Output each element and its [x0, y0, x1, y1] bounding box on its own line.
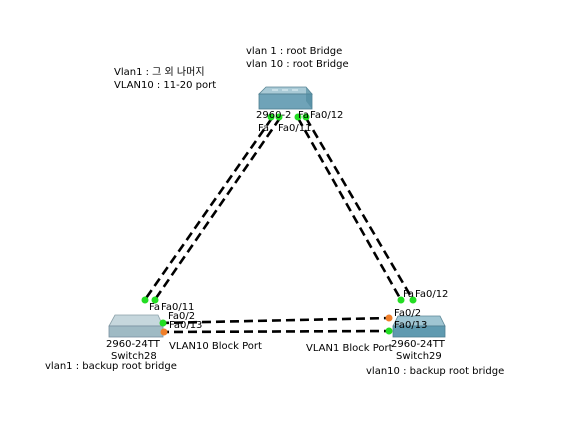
root-bridge-line2: vlan 10 : root Bridge [246, 59, 349, 70]
link-sw28-sw29[interactable] [159, 316, 391, 334]
vlan10-block-port-label: VLAN10 Block Port [169, 341, 262, 352]
vlan-policy-line1: Vlan1 : 그 외 나머지 [114, 67, 205, 78]
root-bridge-line1: vlan 1 : root Bridge [246, 46, 343, 57]
port-up-icon [141, 296, 149, 304]
top-port-fa0-11: Fa0/11 [278, 123, 312, 134]
sw29-port-fa0-13: Fa0/13 [394, 320, 428, 331]
link-top-sw29[interactable] [296, 117, 415, 301]
top-switch-model: 2960-2 [256, 110, 292, 121]
switch28-icon[interactable] [108, 314, 164, 338]
port-indicators [141, 113, 417, 336]
vlan1-block-port-label: VLAN1 Block Port [306, 343, 393, 354]
port-up-icon [294, 113, 302, 121]
switch29-icon[interactable] [392, 315, 446, 338]
sw29-port-fa-a: Fa [403, 289, 414, 300]
port-up-icon [275, 113, 283, 121]
top-port-fa0-12: Fa0/12 [310, 110, 344, 121]
sw28-port-fa0-11: Fa0/11 [161, 302, 195, 313]
sw29-name: Switch29 [396, 351, 442, 362]
link-top-sw28[interactable] [142, 117, 282, 302]
port-up-icon [159, 319, 167, 327]
sw28-name: Switch28 [111, 351, 157, 362]
top-port-fa-b: Fa [298, 110, 309, 121]
port-up-icon [385, 327, 393, 335]
sw29-port-fa0-12: Fa0/12 [415, 289, 449, 300]
port-up-icon [267, 113, 275, 121]
port-up-icon [302, 113, 310, 121]
top-port-fa-a: Fa [258, 123, 269, 134]
vlan-policy-line2: VLAN10 : 11-20 port [114, 80, 217, 91]
sw28-port-fa-a: Fa [149, 302, 160, 313]
port-blocked-icon [385, 314, 393, 322]
port-blocked-icon [160, 328, 168, 336]
sw28-port-fa0-13: Fa0/13 [169, 320, 203, 331]
port-up-icon [397, 296, 405, 304]
sw29-backup-label: vlan10 : backup root bridge [366, 366, 505, 377]
sw28-port-fa0-2: Fa0/2 [168, 311, 196, 322]
sw28-model: 2960-24TT [106, 339, 160, 350]
sw29-model: 2960-24TT [391, 339, 445, 350]
port-up-icon [151, 296, 159, 304]
sw29-port-fa0-2: Fa0/2 [394, 308, 422, 319]
switch-top-icon[interactable] [258, 86, 313, 110]
sw28-backup-label: vlan1 : backup root bridge [45, 361, 177, 372]
port-up-icon [409, 296, 417, 304]
